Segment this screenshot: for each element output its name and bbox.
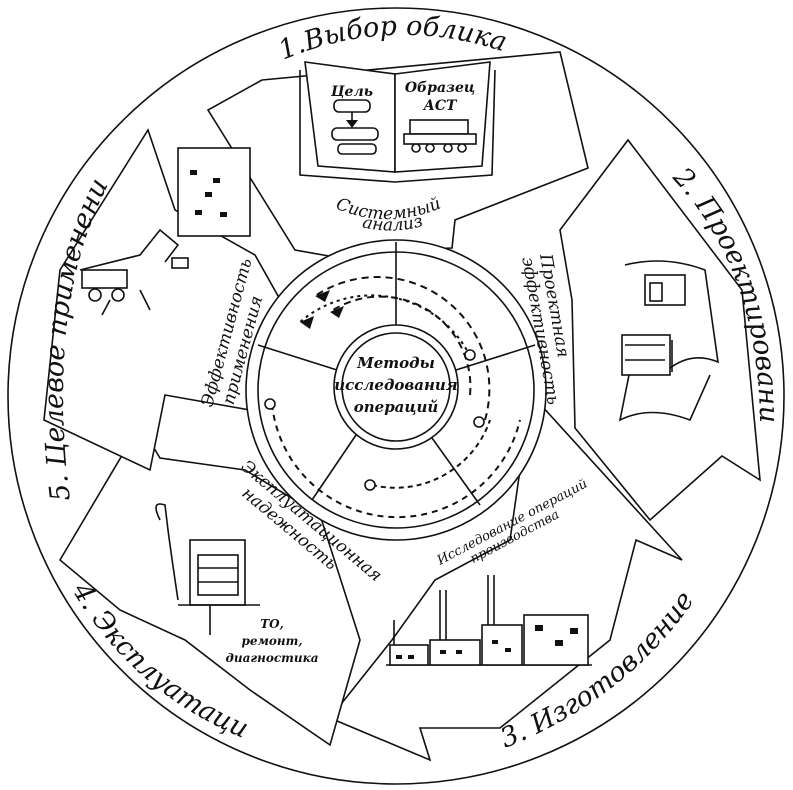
target-use-illustration [79,147,251,316]
svg-text:ремонт,: ремонт, [241,634,302,648]
svg-text:Цель: Цель [330,84,373,100]
design-drawing [618,260,719,422]
book-illustration: Цель Образец АСТ [299,61,496,183]
factory-illustration [386,575,592,666]
svg-text:ТО,: ТО, [260,617,284,631]
center-line2: исследования [334,376,458,394]
center-line1: Методы [356,354,435,372]
stage1-label: 1.Выбор облика [274,11,510,67]
svg-text:Образец: Образец [405,80,475,96]
center-line3: операций [354,398,439,416]
svg-text:АСТ: АСТ [423,98,459,114]
cycle-arrows [264,276,521,519]
stage2-arrow [559,138,761,522]
svg-text:диагностика: диагностика [226,651,319,665]
center-circle-inner [341,332,451,442]
maintenance-illustration: ТО, ремонт, диагностика [155,503,319,665]
outer-ring [7,7,785,785]
